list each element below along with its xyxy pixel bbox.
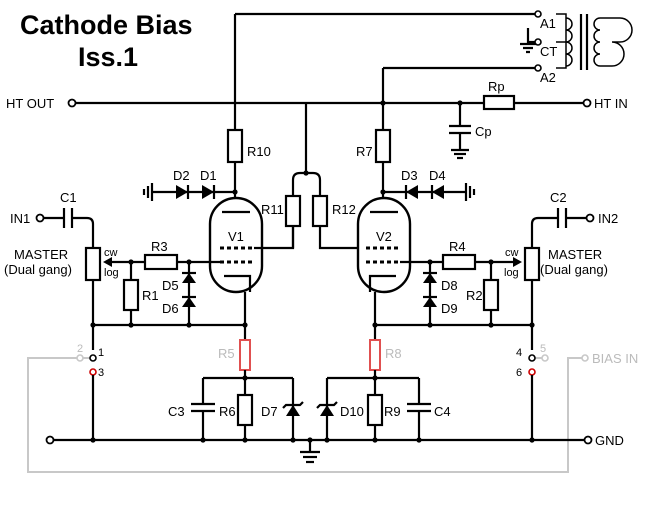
master-right-log: log: [504, 267, 519, 279]
in2-label: IN2: [598, 211, 618, 226]
r9-label: R9: [384, 404, 401, 419]
r6-resistor: [236, 393, 254, 427]
pin-2-label: 2: [77, 343, 83, 355]
in1-label: IN1: [10, 211, 30, 226]
pin-4-label: 4: [516, 347, 522, 359]
r6-label: R6: [219, 404, 236, 419]
d4-label: D4: [429, 168, 446, 183]
c1-label: C1: [60, 190, 77, 205]
gnd-label: GND: [595, 433, 624, 448]
d6-label: D6: [162, 301, 179, 316]
pin-1-label: 1: [98, 347, 104, 359]
v1-tube: [208, 196, 264, 294]
r9-resistor: [366, 393, 384, 427]
r3-resistor: [143, 253, 179, 271]
cp-capacitor: [449, 103, 471, 160]
d2-label: D2: [173, 168, 190, 183]
a2-label: A2: [540, 70, 556, 85]
pin-3-label: 3: [98, 367, 104, 379]
r4-resistor: [441, 253, 477, 271]
r8-label: R8: [385, 346, 402, 361]
master-pot-right[interactable]: [523, 246, 541, 282]
master-right-name: MASTER: [548, 247, 602, 262]
d1-d2-diodes: [142, 183, 235, 201]
rp-label: Rp: [488, 79, 505, 94]
v2-tube: [356, 196, 412, 294]
r2-resistor: [482, 278, 500, 312]
master-left-sub: (Dual gang): [4, 262, 72, 277]
d3-label: D3: [401, 168, 418, 183]
v1-label: V1: [228, 229, 244, 244]
master-pot-left[interactable]: [84, 246, 102, 282]
master-left-name: MASTER: [14, 247, 68, 262]
r12-resistor: [311, 194, 329, 228]
d5-label: D5: [162, 278, 179, 293]
d10-label: D10: [340, 404, 364, 419]
r7-resistor: [374, 128, 392, 164]
r3-label: R3: [151, 239, 168, 254]
c2-label: C2: [550, 190, 567, 205]
bias-in-loop: [27, 354, 589, 473]
master-right-sub: (Dual gang): [540, 262, 608, 277]
c4-label: C4: [434, 404, 451, 419]
d8-d9-diodes: [423, 262, 437, 325]
r1-label: R1: [142, 288, 159, 303]
c3-label: C3: [168, 404, 185, 419]
d9-label: D9: [441, 301, 458, 316]
r10-label: R10: [247, 144, 271, 159]
master-right-cw: cw: [505, 247, 519, 259]
pin-5-label: 5: [540, 343, 546, 355]
title-line1: Cathode Bias: [20, 10, 193, 40]
r8-resistor: [369, 339, 381, 371]
v2-label: V2: [376, 229, 392, 244]
title-line2: Iss.1: [78, 42, 138, 72]
r1-resistor: [122, 278, 140, 312]
d8-label: D8: [441, 278, 458, 293]
d3-d4-diodes: [383, 183, 476, 201]
cp-label: Cp: [475, 124, 492, 139]
a1-label: A1: [540, 16, 556, 31]
d1-label: D1: [200, 168, 217, 183]
r12-label: R12: [332, 202, 356, 217]
output-transformer: [235, 10, 633, 72]
r11-resistor: [284, 194, 302, 228]
r7-label: R7: [356, 144, 373, 159]
rp-resistor: [482, 94, 516, 111]
ht-rail: [67, 94, 592, 111]
r4-label: R4: [449, 239, 466, 254]
ht-in-label: HT IN: [594, 96, 628, 111]
d5-d6-diodes: [182, 262, 196, 325]
master-left-cw: cw: [104, 247, 118, 259]
bias-in-label: BIAS IN: [592, 351, 638, 366]
r11-label: R11: [261, 202, 284, 217]
pin-6-label: 6: [516, 367, 522, 379]
ht-out-label: HT OUT: [6, 96, 54, 111]
r5-resistor: [239, 339, 251, 371]
r10-resistor: [226, 128, 244, 164]
master-left-log: log: [104, 267, 119, 279]
r2-label: R2: [466, 288, 483, 303]
ground-bus: [45, 435, 593, 464]
d7-label: D7: [261, 404, 278, 419]
ct-label: CT: [540, 44, 557, 59]
r5-label: R5: [218, 346, 235, 361]
